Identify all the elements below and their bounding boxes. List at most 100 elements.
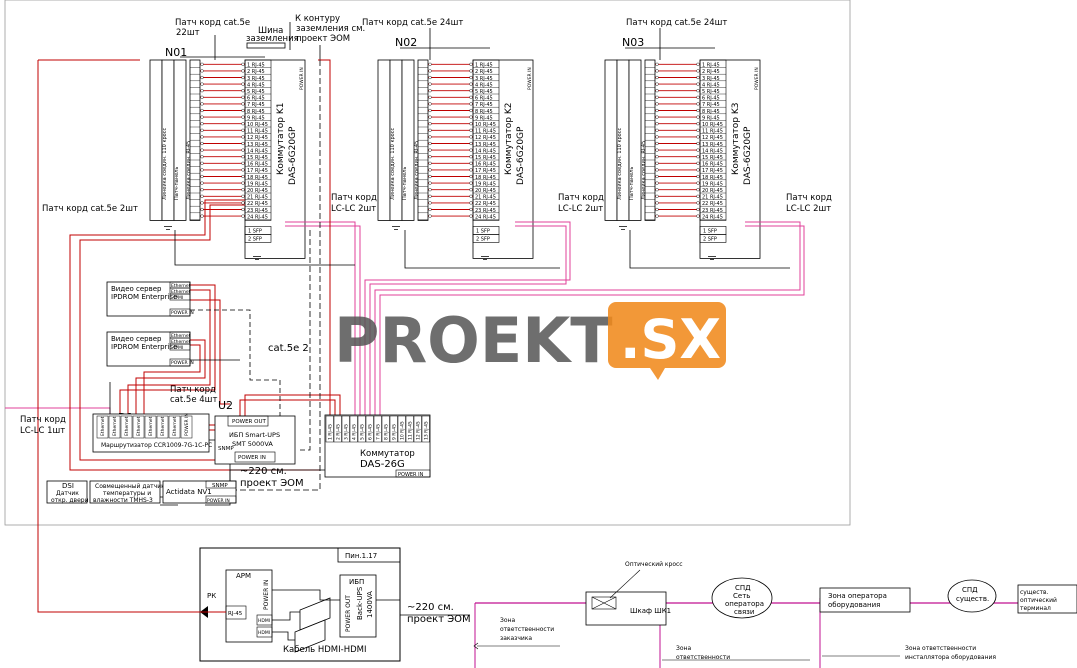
- switch-port-label: 10 RJ-45: [702, 122, 723, 128]
- switch-port-label: 18 RJ-45: [247, 175, 268, 181]
- core-switch-port: [325, 415, 334, 443]
- ups-smt5000: POWER OUT ИБП Smart-UPS SMT 5000VA POWER…: [214, 415, 296, 465]
- core-switch-port: [333, 415, 342, 443]
- patch-panel-label: Линейка соедин. 110 кросс: [616, 128, 623, 200]
- patch-panel-label: Патч-панель: [629, 167, 635, 200]
- ups-snmp: SNMP: [218, 446, 234, 452]
- core-switch-power: POWER IN: [398, 472, 424, 478]
- switch-port-label: 19 RJ-45: [702, 181, 723, 187]
- sfp-port-2: [699, 234, 727, 243]
- legend-zone-7: инсталлятора оборудования: [905, 654, 996, 661]
- cloud2-b: существ.: [956, 595, 989, 603]
- sfp-label-1: 1 SFP: [476, 228, 490, 234]
- sfp-label-1: 1 SFP: [248, 228, 262, 234]
- label-ground-bus: Шина: [258, 26, 283, 36]
- switch-port-label: 22 RJ-45: [247, 201, 268, 207]
- label-patch-lc-1: Патч корд: [331, 193, 377, 203]
- switch-port-label: 21 RJ-45: [247, 195, 268, 201]
- core-switch-port: [357, 415, 366, 443]
- cloud-icon-2: [947, 579, 997, 613]
- switch-port-label: 1 RJ-45: [475, 63, 493, 69]
- access-switch-title: Коммутатор K1: [276, 102, 286, 175]
- core-switch-port: [349, 415, 358, 443]
- core-switch-port-label: 12 RJ-45: [416, 421, 422, 440]
- router-port-label: Ethernet: [112, 416, 118, 436]
- switch-port-label: 15 RJ-45: [475, 155, 496, 161]
- label-patch-lc-left: Патч корд: [20, 415, 66, 425]
- switch-port-label: 17 RJ-45: [702, 168, 723, 174]
- cloud1-b: Сеть: [733, 592, 750, 600]
- sfp-label-2: 2 SFP: [703, 236, 717, 242]
- video-server-1-eth1: Ethernet: [171, 283, 191, 289]
- cloud1-d: связи: [734, 608, 754, 616]
- cabinet-shk1: Шкаф ШК1: [630, 607, 671, 615]
- patch-panel-strip: [377, 59, 391, 221]
- video-server-1: Видео сервер IPDROM Enterprise Ethernet …: [106, 281, 194, 317]
- core-switch-port-label: 9 RJ-45: [392, 424, 398, 440]
- switch-port-label: 2 RJ-45: [247, 69, 265, 75]
- label-ground-bus-2: заземления: [246, 34, 299, 44]
- dsi-desc-1: Датчик: [56, 490, 79, 497]
- watermark: PROEKT .SX: [334, 302, 726, 380]
- sfp-port-2: [244, 234, 272, 243]
- switch-port-label: 4 RJ-45: [247, 82, 265, 88]
- router-port-label: Ethernet: [160, 416, 166, 436]
- label-patch-lc-2: Патч корд: [558, 193, 604, 203]
- cloud1-c: оператора: [725, 600, 764, 608]
- patch-panel-strip: [628, 59, 642, 221]
- core-switch-port: [381, 415, 390, 443]
- sensor-dsi: DSI Датчик откр. двери: [46, 480, 89, 504]
- switch-port-label: 5 RJ-45: [475, 89, 493, 95]
- cabinet-n01: N01: [165, 46, 187, 59]
- video-server-1-title: Видео сервер: [111, 285, 162, 293]
- ground-bus-bar: [246, 42, 286, 49]
- core-switch-port-label: 5 RJ-45: [360, 424, 366, 440]
- switch-port-label: 24 RJ-45: [247, 214, 268, 220]
- router-port-label: Ethernet: [124, 416, 130, 436]
- label-patch-lc-3: Патч корд: [786, 193, 832, 203]
- switch-port-label: 14 RJ-45: [702, 148, 723, 154]
- box-far-2: оптический: [1020, 597, 1057, 604]
- core-switch-port-label: 3 RJ-45: [344, 424, 350, 440]
- switch-port-label: 15 RJ-45: [702, 155, 723, 161]
- label-patch-lc-3b: LC-LC 2шт: [786, 204, 831, 214]
- router-port: [180, 415, 193, 439]
- switch-port-label: 14 RJ-45: [475, 148, 496, 154]
- switch-port-label: 19 RJ-45: [475, 181, 496, 187]
- label-patch-lc-left-b: LC-LC 1шт: [20, 426, 65, 436]
- router-port: [144, 415, 157, 439]
- router-port-label: Ethernet: [136, 416, 142, 436]
- patch-panel-strip: [173, 59, 187, 221]
- access-switch-body: [244, 59, 306, 259]
- video-server-1-model: IPDROM Enterprise: [111, 293, 177, 301]
- watermark-left: PROEKT: [334, 304, 613, 377]
- optic-note: Оптический кросс: [625, 561, 683, 568]
- bottom-pk: РК: [207, 592, 216, 600]
- switch-port-label: 4 RJ-45: [475, 82, 493, 88]
- switch-port-label: 2 RJ-45: [475, 69, 493, 75]
- label-patch-lc-1b: LC-LC 2шт: [331, 204, 376, 214]
- sensor-tmhs: Совмещенный датчик температуры и влажнос…: [89, 480, 165, 504]
- core-switch-port: [389, 415, 398, 443]
- switch-port-label: 23 RJ-45: [475, 208, 496, 214]
- dsi-title: DSI: [62, 482, 74, 490]
- patch-panel-label: Линейка соедин. 110 кросс: [389, 128, 396, 200]
- switch-port-label: 22 RJ-45: [702, 201, 723, 207]
- sfp-label-1: 1 SFP: [703, 228, 717, 234]
- actidata-title: Actidata NV1: [166, 488, 212, 496]
- label-patch-lc-2b: LC-LC 2шт: [558, 204, 603, 214]
- fiber-trunks: [5, 221, 805, 420]
- legend-zone-4: Зона: [676, 645, 691, 652]
- label-v220-b: проект ЭОМ: [240, 478, 304, 489]
- access-switch-title: Коммутатор K2: [504, 102, 514, 175]
- switch-port-label: 7 RJ-45: [702, 102, 720, 108]
- bottom-sheet-ref: Пин.1.17: [345, 552, 377, 560]
- bottom-ups-model: Back-UPS: [356, 586, 364, 620]
- switch-port-label: 8 RJ-45: [475, 109, 493, 115]
- bottom-v220-a: ~220 см.: [407, 602, 454, 613]
- switch-port-label: 21 RJ-45: [702, 195, 723, 201]
- label-patch-top-n1: Патч корд cat.5e: [175, 18, 250, 28]
- router-title: Маршрутизатор CCR1009-7G-1C-PC: [101, 442, 212, 449]
- actidata-snmp: SNMP: [212, 483, 228, 489]
